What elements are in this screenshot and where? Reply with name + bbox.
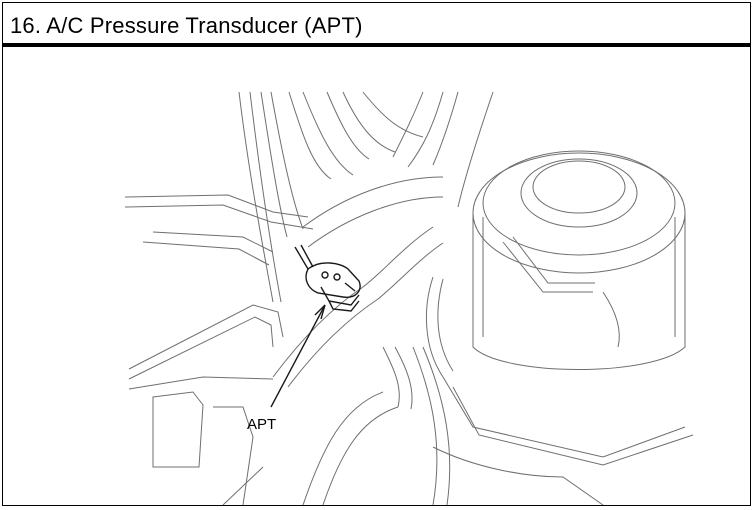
ac-pipe: [272, 176, 444, 388]
pressure-transducer-icon: [294, 244, 361, 312]
left-bracket: [124, 194, 314, 390]
left-frame-lines: [238, 91, 494, 303]
reservoir: [426, 150, 694, 466]
title-bar: 16. A/C Pressure Transducer (APT): [3, 3, 750, 47]
apt-label: APT: [247, 416, 276, 433]
engine-bay-illustration: APT: [124, 91, 694, 505]
lower-hoses: [152, 346, 604, 505]
apt-callout: APT: [247, 304, 326, 433]
page-title: 16. A/C Pressure Transducer (APT): [10, 13, 363, 38]
